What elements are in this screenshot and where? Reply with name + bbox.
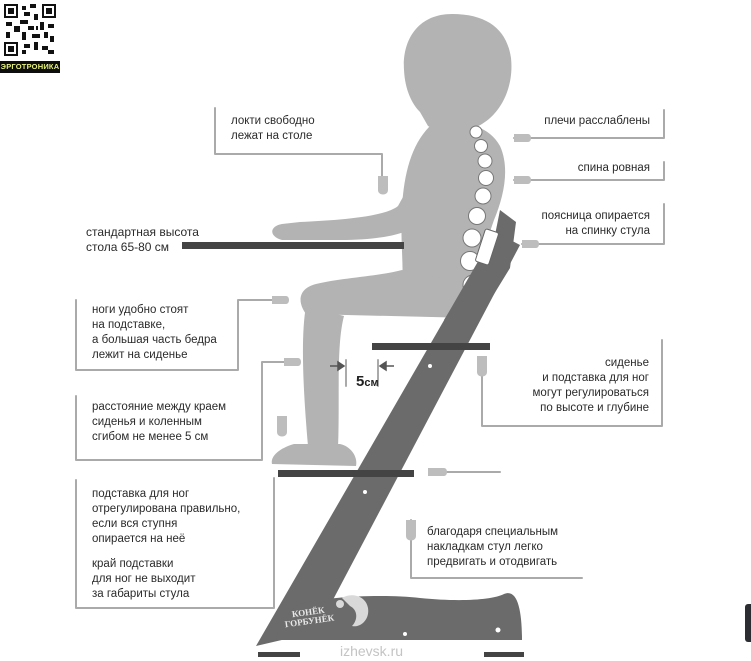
annotation-line: предвигать и отодвигать (427, 556, 558, 568)
annotation-footrest-ok: подставка для ног отрегулирована правиль… (92, 487, 240, 547)
annotation-line: для ног не выходит (92, 573, 196, 585)
qr-code-icon (4, 4, 56, 56)
annotation-line: расстояние между краем (92, 401, 227, 413)
footrest (278, 470, 414, 477)
gap-dimension-arrows (330, 360, 394, 372)
child-thigh (300, 270, 478, 318)
chair-foot-pad (484, 652, 524, 657)
child-shin (302, 306, 344, 448)
gap-dimension-value: 5 (356, 373, 365, 390)
annotation-pads: благодаря специальным накладкам стул лег… (427, 525, 558, 570)
chair-foot-pad (258, 652, 300, 657)
brand-label: ЭРГОТРОНИКА (0, 61, 60, 73)
annotation-line: поясница опирается (541, 210, 650, 222)
bolt (363, 490, 367, 494)
spine-disc (469, 125, 483, 139)
annotation-line: ноги удобно стоят (92, 304, 189, 316)
annotation-seat-adjust: сиденье и подставка для ног могут регули… (533, 356, 649, 416)
scroll-widget[interactable] (745, 604, 751, 642)
annotation-line: сиденья и коленным (92, 416, 202, 428)
pointing-hand-icon (378, 176, 388, 195)
annotation-line: а большая часть бедра (92, 334, 217, 346)
annotation-line: лежат на столе (231, 130, 313, 142)
website-watermark[interactable]: izhevsk.ru (340, 643, 404, 659)
surfaces (182, 242, 524, 657)
bolt (428, 364, 432, 368)
annotation-line: лежит на сиденье (92, 349, 188, 361)
annotation-line: за габариты стула (92, 588, 190, 600)
pointing-hand-icon (514, 176, 531, 184)
bolt (520, 249, 524, 253)
annotation-line: на подставке, (92, 319, 166, 331)
annotation-line: могут регулироваться (532, 387, 649, 399)
annotation-line: накладкам стул легко (427, 541, 543, 553)
child-foot (271, 444, 357, 466)
annotation-line: по высоте и глубине (540, 402, 649, 414)
spine-disc (478, 170, 494, 186)
pointing-hand-icon (272, 296, 289, 304)
spine-disc (468, 207, 486, 225)
pointing-hand-icon (477, 356, 487, 377)
annotation-table-height: стандартная высота стола 65-80 см (86, 225, 199, 255)
gap-dimension-unit: см (364, 377, 379, 389)
spine-disc (474, 139, 488, 153)
annotation-line: стандартная высота (86, 225, 199, 239)
annotation-feet: ноги удобно стоят на подставке, а больша… (92, 303, 217, 363)
hand-icons (272, 134, 539, 541)
annotation-line: если вся ступня (92, 518, 178, 530)
annotation-line: сиденье (604, 357, 649, 369)
child-arm (272, 150, 442, 240)
pointing-hand-icon (514, 134, 531, 142)
pointing-hand-icon (522, 240, 539, 248)
table-top (182, 242, 404, 249)
pointing-hand-icon (428, 468, 447, 476)
squirrel-logo-icon (336, 595, 369, 627)
annotation-line: спина ровная (577, 162, 650, 174)
chair-main-leg (256, 232, 520, 646)
annotation-line: отрегулирована правильно, (92, 503, 241, 515)
chair-back-pad (475, 228, 499, 266)
annotation-line: сгибом не менее 5 см (92, 431, 209, 443)
annotation-elbows: локти свободно лежат на столе (231, 114, 315, 144)
annotation-shoulders: плечи расслаблены (544, 114, 650, 129)
child-head (403, 14, 512, 132)
annotation-line: подставка для ног (92, 488, 190, 500)
annotation-line: благодаря специальным (427, 526, 559, 538)
spine-disc (474, 187, 492, 205)
pointing-hand-icon (284, 358, 301, 366)
annotation-line: локти свободно (231, 115, 315, 127)
annotation-line: и подставка для ног (542, 372, 649, 384)
bolt (403, 632, 407, 636)
annotation-line: стола 65-80 см (86, 240, 170, 254)
annotation-line: край подставки (92, 558, 174, 570)
annotation-line: плечи расслаблены (544, 115, 650, 127)
spine-disc (477, 153, 493, 169)
spine-disc (462, 228, 482, 248)
pointing-hand-icon (277, 416, 287, 437)
annotation-footrest-edge: край подставки для ног не выходит за габ… (92, 557, 195, 602)
bolt (495, 627, 501, 633)
pointing-hand-icon (406, 520, 416, 541)
bolts (363, 249, 524, 636)
gap-dimension: 5см (356, 373, 379, 390)
annotation-knee-gap: расстояние между краем сиденья и коленны… (92, 400, 226, 445)
annotation-lumbar: поясница опирается на спинку стула (541, 209, 650, 239)
annotation-line: опирается на неё (92, 533, 186, 545)
annotation-line: на спинку стула (565, 225, 650, 237)
seat (372, 343, 490, 350)
annotation-back: спина ровная (578, 161, 650, 176)
